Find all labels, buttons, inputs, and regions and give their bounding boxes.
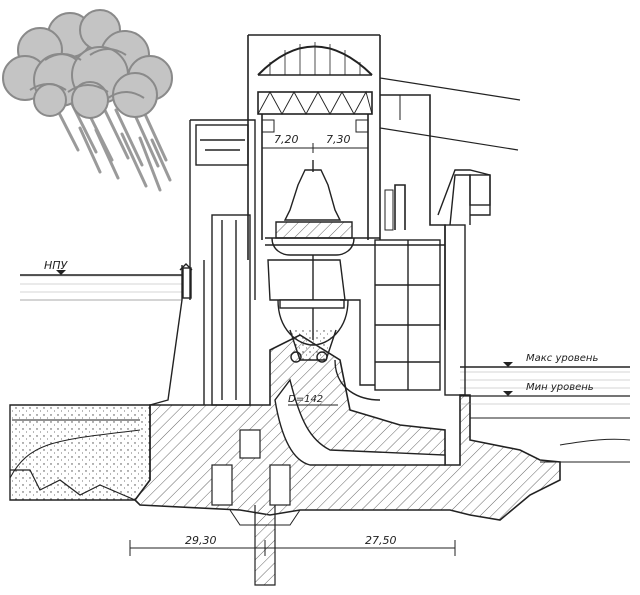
intake-structure	[149, 119, 256, 406]
max-level-label: Макс уровень	[526, 353, 598, 364]
machine-hall	[247, 34, 521, 330]
downstream-galleries	[334, 169, 491, 401]
rain-cloud-icon	[2, 9, 173, 192]
upstream-reservoir	[20, 270, 182, 305]
upstream-level-label: НПУ	[44, 259, 69, 272]
runner-diameter-label: D=142	[288, 394, 323, 405]
water-level-marker	[56, 270, 66, 275]
dimension-left-upper: 7,20	[274, 133, 299, 146]
generator-unit	[267, 160, 355, 363]
min-level-label: Мин уровень	[526, 382, 594, 393]
rain-streaks	[53, 98, 172, 192]
upstream-apron	[9, 404, 151, 501]
dimension-bottom-left: 29,30	[185, 534, 217, 547]
dimension-right-upper: 7,30	[326, 133, 351, 146]
dimension-bottom-right: 27,50	[365, 534, 397, 547]
dimension-lines	[129, 143, 456, 556]
tailwater	[460, 362, 631, 463]
cloud-body	[2, 9, 173, 119]
